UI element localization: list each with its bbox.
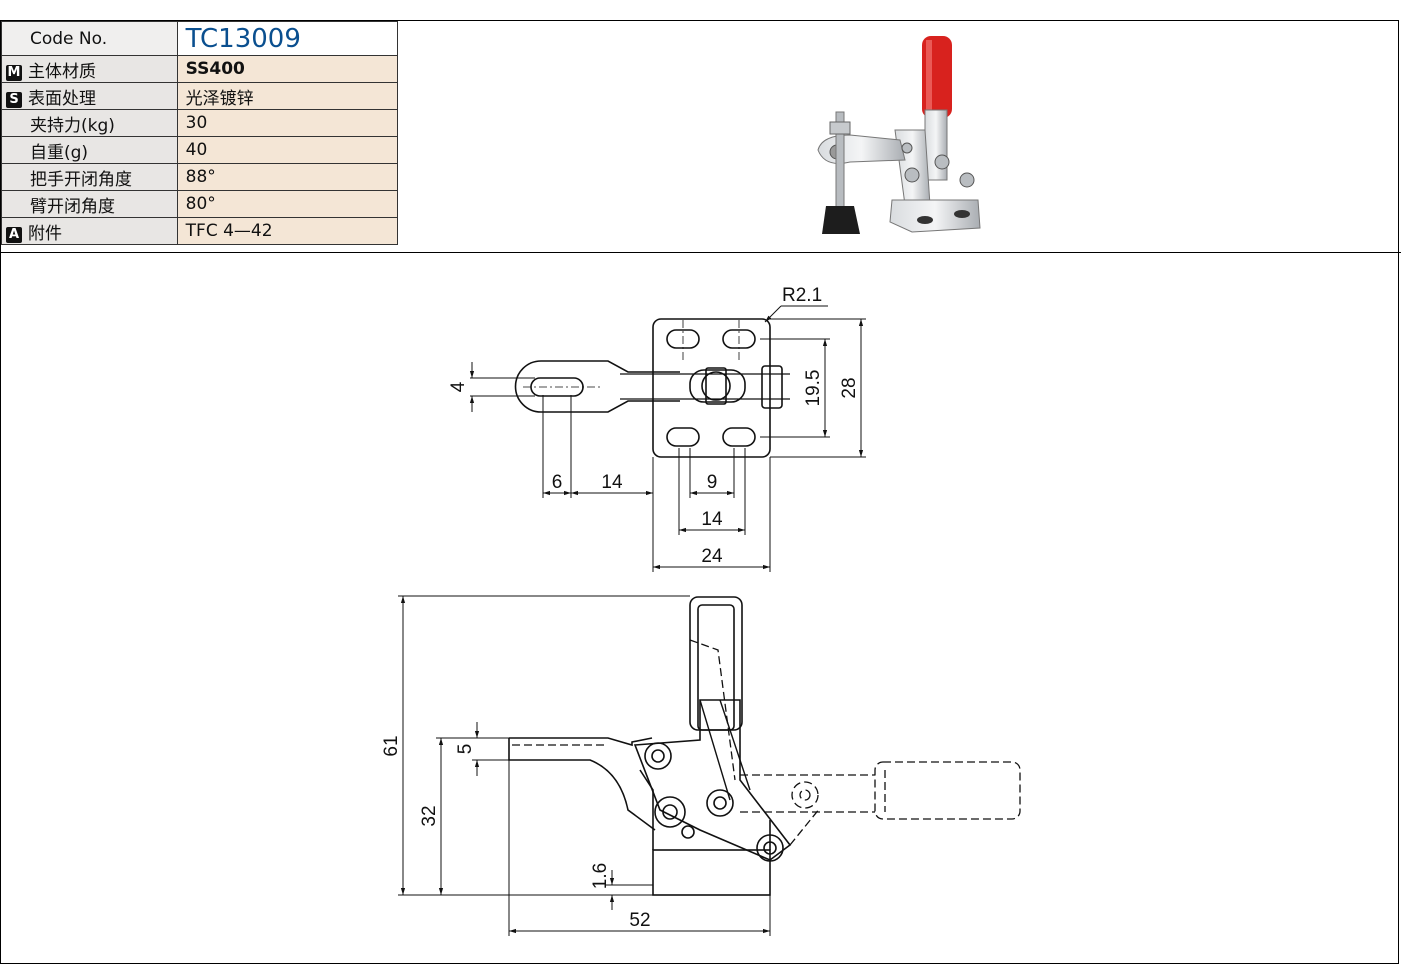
base-width-label: 24 xyxy=(701,546,723,567)
accessory-label: 附件 xyxy=(28,223,62,244)
base-depth-label: 28 xyxy=(839,377,860,398)
arm-height-label: 32 xyxy=(419,805,440,826)
side-view-dimensions xyxy=(398,595,771,936)
weight-value: 40 xyxy=(176,136,399,164)
side-view xyxy=(508,596,792,896)
surface-value: 光泽镀锌 xyxy=(176,82,399,110)
hole-pitch-label: 9 xyxy=(707,472,718,493)
spec-row-handle-angle: 把手开闭角度 88° xyxy=(1,163,399,191)
spec-row-surface: S 表面处理 光泽镀锌 xyxy=(1,82,399,110)
accessory-badge-icon: A xyxy=(6,226,22,243)
material-badge-icon: M xyxy=(6,64,22,81)
side-view-labels: 61 32 5 1.6 52 xyxy=(381,735,651,931)
product-photo xyxy=(817,36,981,234)
code-row: Code No. TC13009 xyxy=(1,21,399,56)
clamp-force-label: 夹持力(kg) xyxy=(1,109,178,137)
top-view-dimensions xyxy=(469,305,866,572)
section-divider xyxy=(0,252,1401,253)
hole-span-y-label: 19.5 xyxy=(803,370,824,407)
top-view xyxy=(514,318,790,458)
radius-label: R2.1 xyxy=(782,285,822,306)
hole-span-x-label: 14 xyxy=(701,509,723,530)
material-value: SS400 xyxy=(176,55,399,83)
base-thickness-label: 1.6 xyxy=(590,863,611,889)
clamp-force-value: 30 xyxy=(176,109,399,137)
code-value: TC13009 xyxy=(176,21,399,56)
arm-angle-label: 臂开闭角度 xyxy=(1,190,178,218)
spec-row-clamp-force: 夹持力(kg) 30 xyxy=(1,109,399,137)
spec-row-accessory: A 附件 TFC 4—42 xyxy=(1,217,399,245)
handle-angle-label: 把手开闭角度 xyxy=(1,163,178,191)
side-view-open-position xyxy=(512,639,1021,846)
surface-label: 表面处理 xyxy=(28,88,96,109)
drawing-frame xyxy=(0,20,1399,964)
offset-label: 14 xyxy=(601,472,623,493)
top-view-labels: R2.1 4 6 14 9 14 24 19.5 28 xyxy=(448,285,860,567)
slot-width-label: 4 xyxy=(448,381,469,392)
accessory-value: TFC 4—42 xyxy=(176,217,399,245)
overall-height-label: 61 xyxy=(381,735,402,756)
slot-length-label: 6 xyxy=(552,472,563,493)
spec-row-material: M 主体材质 SS400 xyxy=(1,55,399,83)
arm-thickness-label: 5 xyxy=(455,744,476,755)
surface-badge-icon: S xyxy=(6,91,22,108)
overall-length-label: 52 xyxy=(629,910,650,931)
handle-angle-value: 88° xyxy=(176,163,399,191)
material-label: 主体材质 xyxy=(28,61,96,82)
